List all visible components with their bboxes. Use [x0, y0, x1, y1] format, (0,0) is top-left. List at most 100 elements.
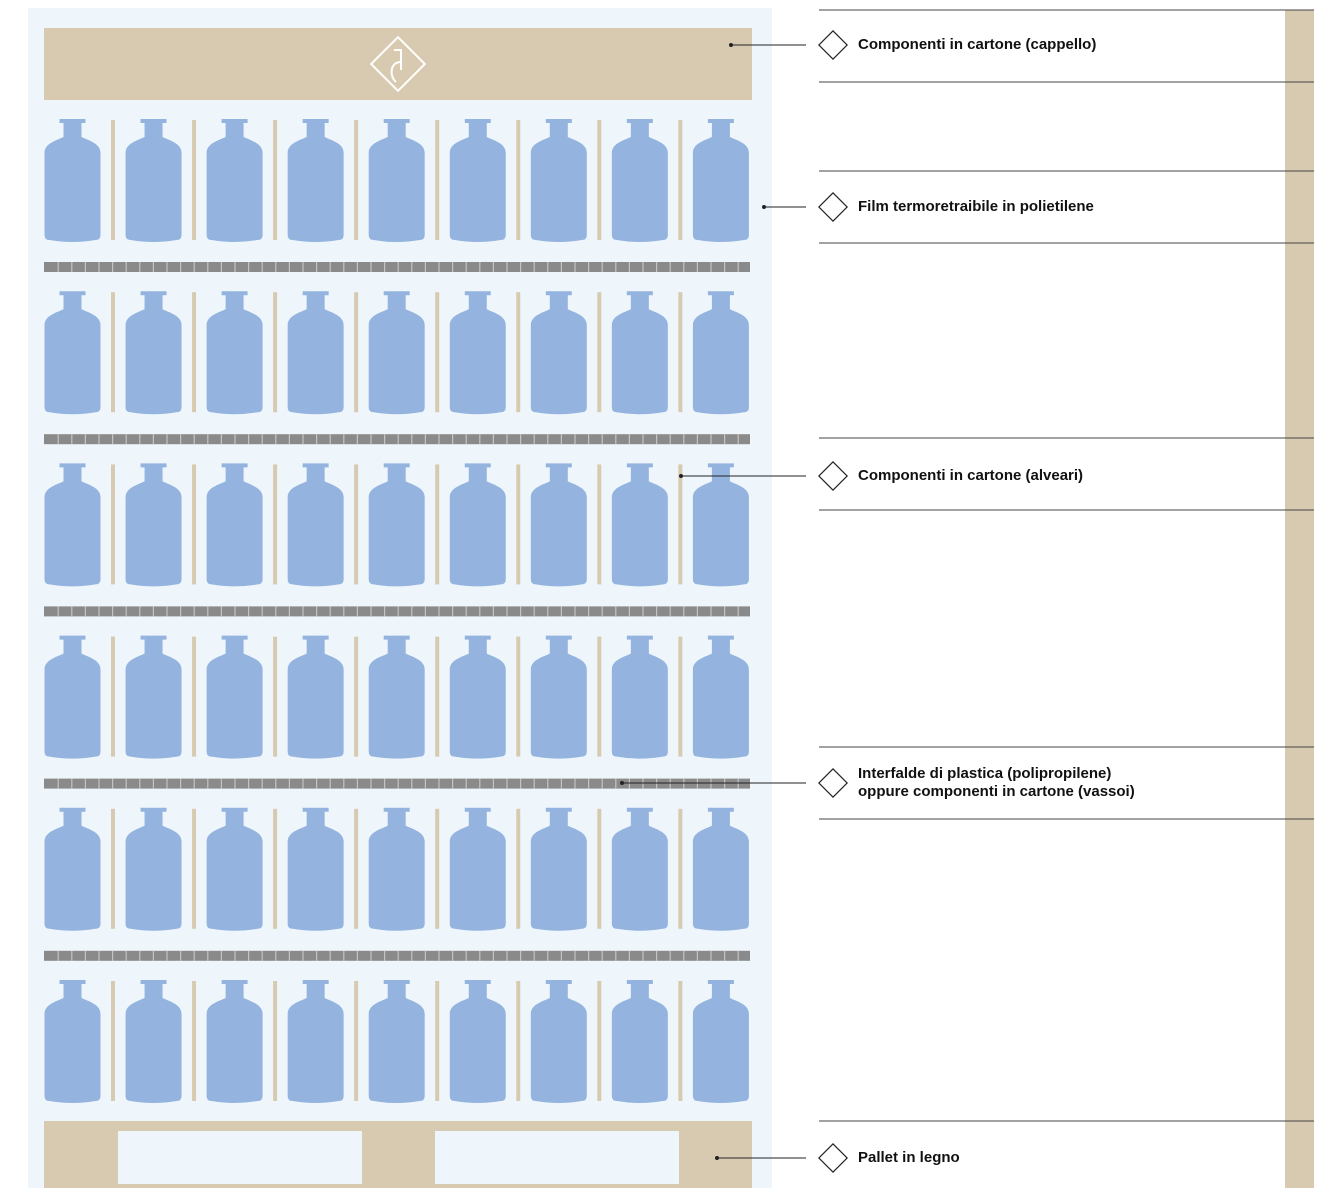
interlayer-tick [424, 950, 426, 961]
interlayer-tick [669, 606, 671, 617]
interlayer-tick [288, 950, 290, 961]
interlayer-tick [506, 434, 508, 445]
interlayer-tick [275, 262, 277, 272]
diamond-marker-icon [818, 30, 848, 60]
cardboard-divider [273, 292, 278, 413]
interlayer-tick [139, 606, 141, 617]
interlayer-tick [356, 778, 358, 789]
interlayer-tick [479, 606, 481, 617]
cardboard-divider [597, 808, 602, 929]
interlayer-tick [98, 950, 100, 961]
interlayer-tick [506, 950, 508, 961]
interlayer-tick [628, 434, 630, 445]
cardboard-divider [597, 464, 602, 585]
interlayer-tick [737, 434, 739, 445]
cardboard-divider [516, 120, 521, 240]
interlayer-tick [520, 262, 522, 272]
interlayer-tick [628, 606, 630, 617]
interlayer-tick [248, 434, 250, 445]
interlayer-tick [465, 262, 467, 272]
interlayer-tick [547, 262, 549, 272]
interlayer-tick [492, 262, 494, 272]
interlayer-tick [57, 606, 59, 617]
interlayer-tick [506, 262, 508, 272]
cardboard-divider [516, 981, 521, 1101]
cardboard-divider [192, 464, 197, 585]
interlayer-tick [234, 778, 236, 789]
interlayer-tick [465, 606, 467, 617]
cardboard-divider [111, 636, 115, 757]
interlayer-tick [384, 434, 386, 445]
interlayer-tick [628, 778, 630, 789]
interlayer-tick [275, 434, 277, 445]
interlayer-tick [370, 778, 372, 789]
interlayer-tick [248, 262, 250, 272]
interlayer-tick [601, 262, 603, 272]
interlayer-tick [520, 778, 522, 789]
interlayer-tick [370, 606, 372, 617]
interlayer-tick [424, 262, 426, 272]
interlayer-tick [533, 434, 535, 445]
interlayer-tick [696, 262, 698, 272]
cardboard-divider [354, 808, 359, 929]
interlayer-tick [180, 262, 182, 272]
cardboard-divider [273, 808, 278, 929]
interlayer-tick [139, 434, 141, 445]
interlayer-tick [343, 778, 345, 789]
interlayer-tick [411, 950, 413, 961]
cardboard-divider [111, 981, 115, 1101]
interlayer-tick [724, 434, 726, 445]
interlayer-tick [560, 606, 562, 617]
interlayer-tick [465, 434, 467, 445]
interlayer-tick [220, 262, 222, 272]
interlayer-tick [57, 434, 59, 445]
cardboard-divider [435, 292, 440, 413]
interlayer-tick [384, 262, 386, 272]
interlayer-tick [696, 434, 698, 445]
interlayer-tick [683, 778, 685, 789]
cardboard-divider [435, 120, 440, 240]
interlayer-sheet [44, 950, 750, 961]
interlayer-tick [724, 778, 726, 789]
interlayer-tick [288, 606, 290, 617]
interlayer-tick [615, 606, 617, 617]
interlayer-tick [288, 778, 290, 789]
interlayer-tick [452, 434, 454, 445]
interlayer-tick [384, 606, 386, 617]
pallet-opening-right [435, 1131, 679, 1184]
interlayer-tick [343, 434, 345, 445]
interlayer-tick [356, 262, 358, 272]
interlayer-tick [139, 262, 141, 272]
label-wooden-pallet: Pallet in legno [858, 1149, 960, 1166]
interlayer-tick [84, 950, 86, 961]
cardboard-divider [273, 120, 278, 240]
interlayer-tick [574, 606, 576, 617]
interlayer-tick [452, 262, 454, 272]
interlayer-tick [724, 950, 726, 961]
interlayer-tick [207, 778, 209, 789]
cardboard-divider [273, 636, 278, 757]
interlayer-tick [452, 778, 454, 789]
cardboard-divider [597, 981, 602, 1101]
interlayer-tick [370, 950, 372, 961]
interlayer-tick [166, 434, 168, 445]
interlayer-tick [710, 262, 712, 272]
interlayer-tick [533, 262, 535, 272]
label-cardboard-hives: Componenti in cartone (alveari) [858, 467, 1084, 484]
cardboard-divider [597, 120, 602, 240]
cardboard-divider [111, 808, 115, 929]
interlayer-tick [560, 262, 562, 272]
interlayer-tick [642, 606, 644, 617]
interlayer-tick [71, 434, 73, 445]
interlayer-tick [615, 262, 617, 272]
interlayer-tick [628, 262, 630, 272]
interlayer-tick [438, 606, 440, 617]
interlayer-tick [166, 606, 168, 617]
interlayer-tick [234, 950, 236, 961]
label-interlayers-line2: oppure componenti in cartone (vassoi) [858, 783, 1135, 800]
cardboard-divider [111, 464, 115, 585]
label-dividers [819, 9, 1314, 1122]
interlayer-tick [139, 950, 141, 961]
interlayer-tick [683, 606, 685, 617]
interlayer-tick [261, 434, 263, 445]
